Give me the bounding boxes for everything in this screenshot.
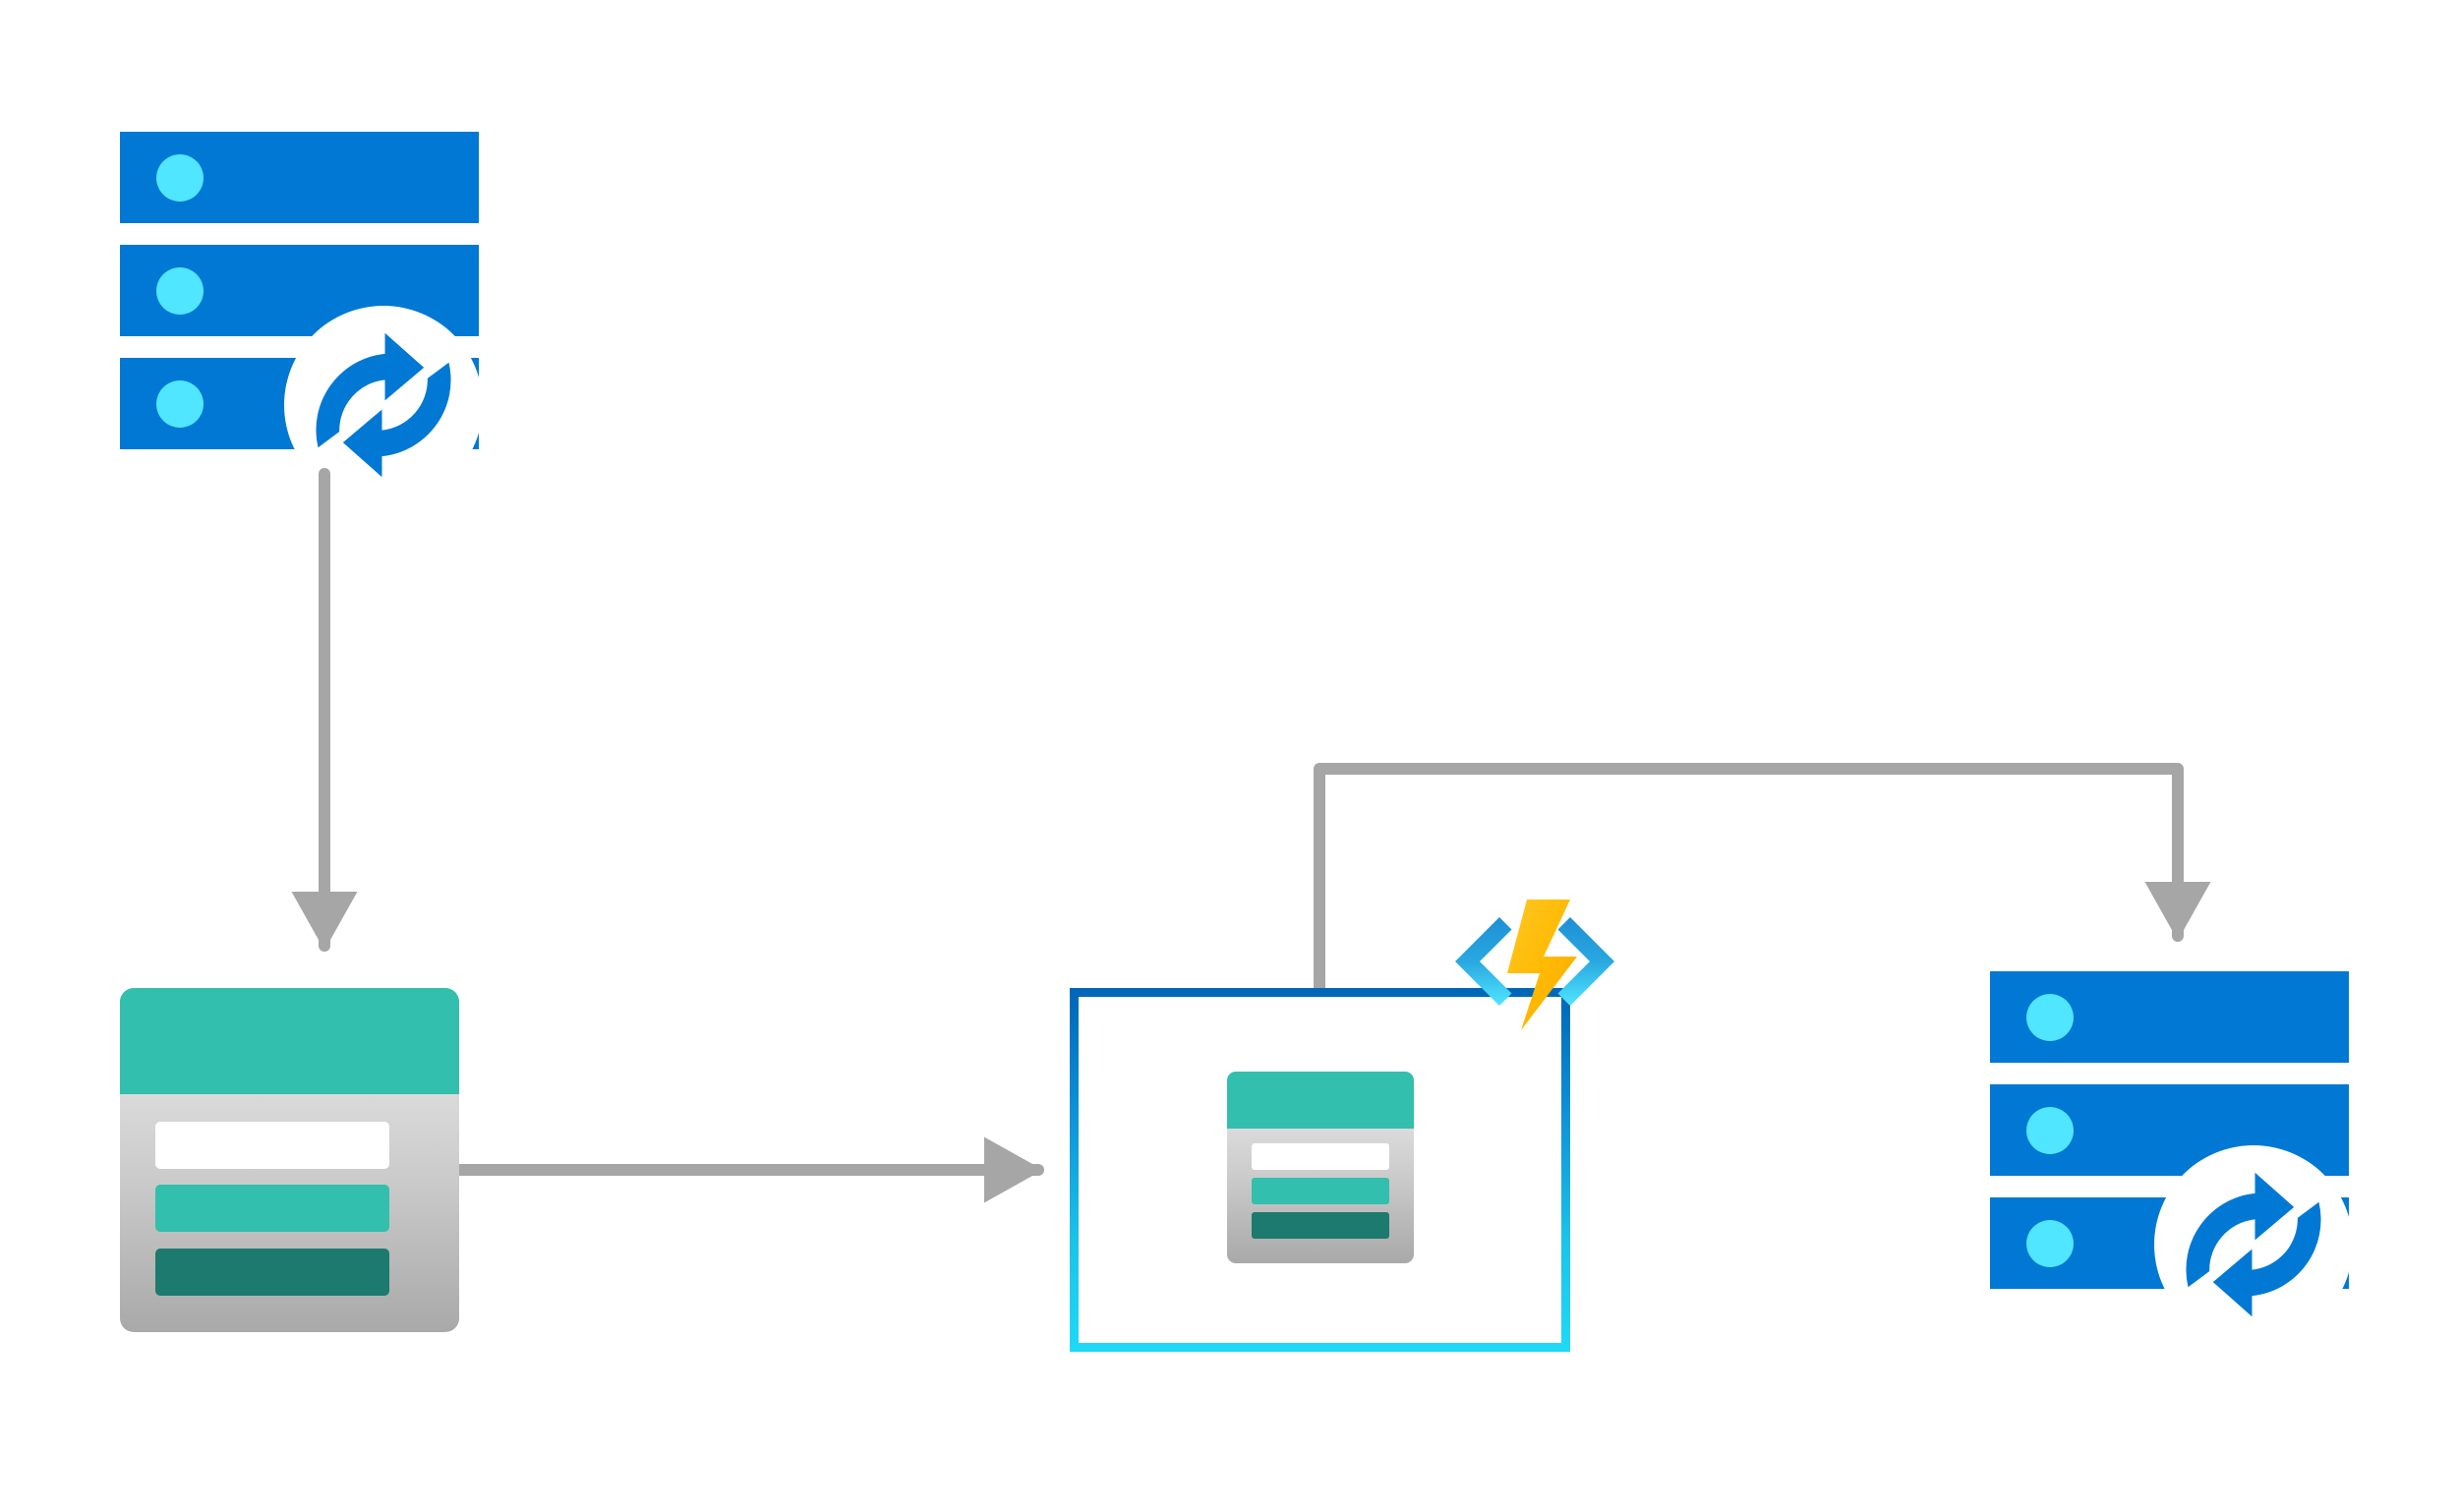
table-row-3 — [155, 1249, 389, 1296]
azure-functions-logo — [1455, 900, 1614, 1030]
inner-table-row-2 — [1252, 1178, 1389, 1204]
table-row-2 — [155, 1185, 389, 1232]
server-status-dot-2 — [156, 267, 204, 315]
table-icon-header — [120, 988, 459, 1094]
server-status-dot-1 — [2026, 994, 2074, 1041]
server-status-dot-1 — [156, 154, 204, 202]
inner-table-row-3 — [1252, 1212, 1389, 1239]
inner-table-row-1 — [1252, 1143, 1389, 1170]
lightning-bolt-icon — [1507, 900, 1577, 1030]
server-sync-icon — [1990, 971, 2349, 1289]
server-status-dot-3 — [156, 380, 204, 428]
target-database-server[interactable] — [1990, 971, 2349, 1317]
server-status-dot-3 — [2026, 1220, 2074, 1267]
azure-function-app[interactable] — [1070, 900, 1615, 1352]
table-row-1 — [155, 1122, 389, 1169]
refresh-sync-icon — [2186, 1172, 2321, 1317]
connector-function-to-target-server — [1314, 763, 2211, 999]
connector-layer — [291, 468, 2211, 1203]
inner-table-header — [1227, 1072, 1414, 1129]
bracket-left-icon — [1455, 917, 1512, 1006]
refresh-sync-icon — [316, 332, 451, 478]
source-database-server[interactable] — [120, 132, 479, 478]
server-status-dot-2 — [2026, 1107, 2074, 1154]
bracket-right-icon — [1557, 917, 1614, 1006]
source-table-storage[interactable] — [120, 988, 459, 1332]
server-sync-icon — [120, 132, 479, 449]
function-inner-table-icon — [1227, 1072, 1414, 1263]
